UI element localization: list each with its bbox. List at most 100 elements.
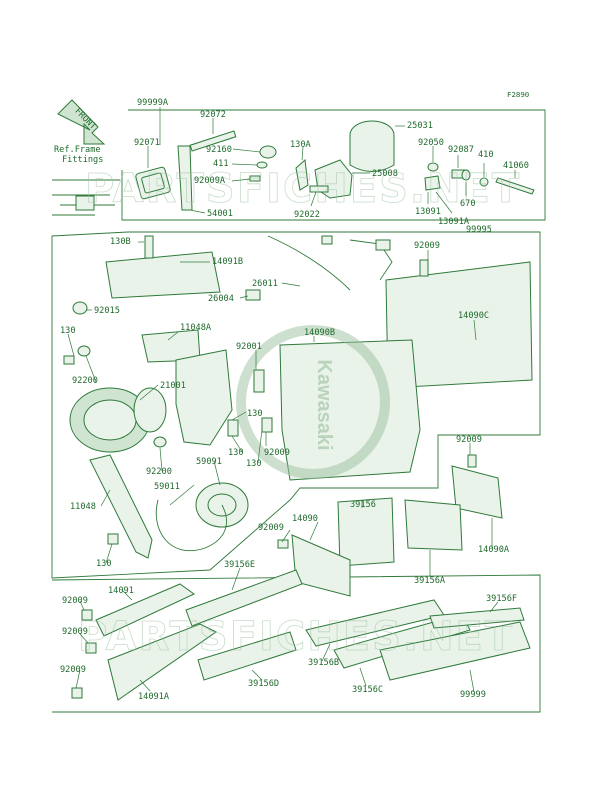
watermark-bottom: PARTSFICHES.NET [78,614,514,660]
callout-39156-a: 39156 [350,500,376,510]
callout-130a: 130A [290,140,312,150]
callout-92160: 92160 [206,145,232,155]
callout-13091: 13091 [415,207,441,217]
part-92009a-screw [249,175,261,182]
callout-54001: 54001 [207,209,233,219]
callout-11048a: 11048A [180,323,212,333]
callout-14090c: 14090C [458,311,489,321]
callout-130-e: 130 [96,559,112,569]
meter-parts [135,120,535,211]
part-39156e-pad [185,569,303,627]
part-92072-strap [189,130,237,152]
callout-92009-c: 92009 [258,523,284,533]
watermark-top: PARTSFICHES.NET [85,166,521,212]
callout-99999: 99999 [460,690,486,700]
callout-92009a: 92009A [194,176,226,186]
leader-lines [67,107,516,693]
ref-note-line2: Fittings [62,155,103,165]
callout-92071: 92071 [134,138,160,148]
callout-92009-e: 92009 [62,627,88,637]
part-92015-nut [72,301,88,315]
callout-92001: 92001 [236,342,262,352]
callout-92022: 92022 [294,210,320,220]
part-92160-collar [259,145,277,159]
callout-59011: 59011 [154,482,180,492]
part-39156d-pad [197,631,297,681]
group-box-meter [121,109,546,221]
brand-logo-text: Kawasaki [313,359,335,450]
callout-39156e: 39156E [224,560,255,570]
part-130a-bolt [295,158,309,191]
part-130b-bolt [144,235,154,259]
group-box-alternator [51,231,541,579]
callout-92050: 92050 [418,138,444,148]
callout-92072: 92072 [200,110,226,120]
callout-39156d: 39156D [248,679,279,689]
callout-41060: 41060 [503,161,529,171]
part-92200-washer [77,345,91,357]
callout-14090a: 14090A [478,545,510,555]
part-13091-bracket [424,175,441,191]
callout-670: 670 [460,199,476,209]
ref-note-line1: Ref.Frame [54,145,101,155]
part-14091-plate [95,583,195,637]
callout-99999a: 99999A [137,98,169,108]
part-92009-bolt [419,259,429,277]
callout-14090b: 14090B [304,328,335,338]
callout-130-d: 130 [246,459,262,469]
part-92050-seal [427,162,439,172]
callout-11048: 11048 [70,502,96,512]
part-26004-connector [245,289,261,301]
callout-21001: 21001 [160,381,186,391]
callout-92087: 92087 [448,145,474,155]
callout-411: 411 [213,159,229,169]
callout-14090: 14090 [292,514,318,524]
part-59011-belt [155,499,227,552]
callout-92009-right: 92009 [456,435,482,445]
callout-92200-b: 92200 [146,467,172,477]
part-410-washer [479,177,489,187]
callout-39156c: 39156C [352,685,383,695]
alternator-parts [63,235,533,597]
callout-92009-f: 92009 [60,665,86,675]
callout-92009-mid: 92009 [264,448,290,458]
part-14090a-cover [451,465,503,519]
callout-25008: 25008 [372,169,398,179]
callout-39156a: 39156A [414,576,446,586]
kawasaki-logo: Kawasaki [236,325,390,479]
diagram-code: F2890 [507,90,529,99]
part-92022-clamp [309,185,329,193]
frame-fitting-sketch [52,179,120,216]
callout-92200-a: 92200 [72,376,98,386]
part-130-bolt [63,355,75,365]
part-39156a-pad [404,499,463,551]
callout-130b: 130B [110,237,131,247]
part-39156f-pad [429,607,525,629]
callout-410: 410 [478,150,494,160]
callout-59091: 59091 [196,457,222,467]
callout-14091: 14091 [108,586,134,596]
front-arrow-icon: FRONT [57,99,106,145]
callout-26004: 26004 [208,294,234,304]
part-670-seal [461,169,471,181]
part-39156-pad [337,497,395,567]
callout-92009-d: 92009 [62,596,88,606]
part-41060-sender [495,177,535,195]
part-99999-pad [379,621,531,681]
callout-39156b: 39156B [308,658,339,668]
callout-13091a: 13091A [438,217,470,227]
part-14091b-plate [105,251,221,299]
callout-130-b: 130 [247,409,263,419]
callout-130-c: 130 [228,448,244,458]
part-54001-cable [177,145,193,211]
callout-99995: 99995 [466,225,492,235]
callout-14091a: 14091A [138,692,170,702]
part-14090-cover [291,534,351,597]
callout-25031: 25031 [407,121,433,131]
part-26011-harness [267,235,393,291]
panel-parts [71,569,531,701]
part-92001-bolt [253,369,265,393]
callout-39156f: 39156F [486,594,517,604]
